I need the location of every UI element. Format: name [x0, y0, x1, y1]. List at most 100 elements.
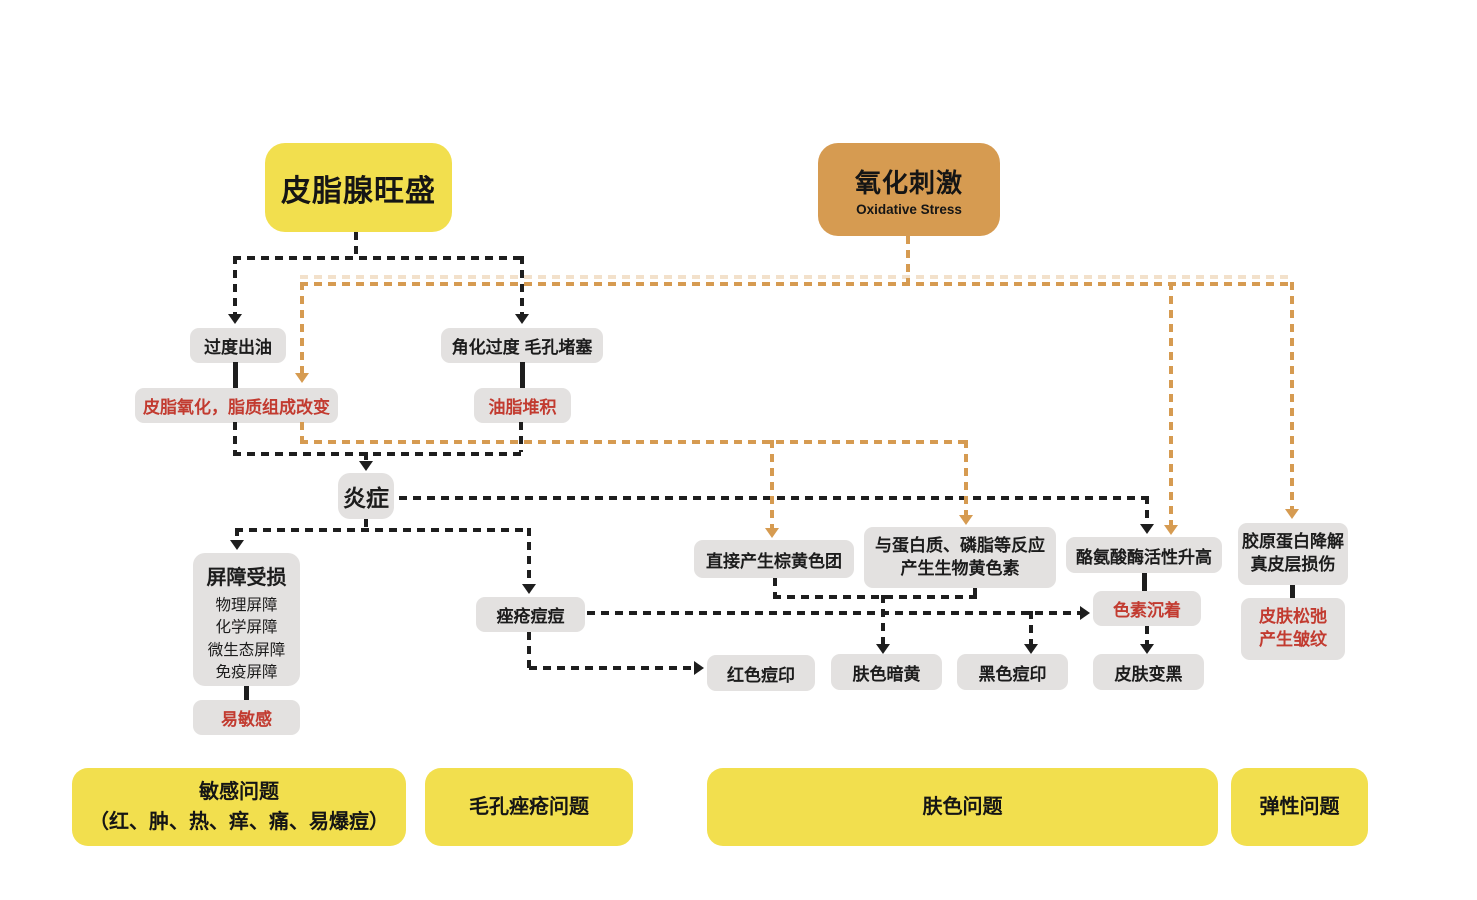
connector-inflammation-to-tyrosinase	[399, 496, 1149, 500]
category-pore-acne-label: 毛孔痤疮问题	[469, 796, 589, 818]
arrow-to-barrier	[230, 540, 244, 550]
connector-to-dark-marks	[1029, 611, 1033, 644]
node-dull-yellow-skin-label: 肤色暗黄	[852, 664, 921, 684]
connector-buildup-down	[519, 422, 523, 452]
arrow-to-collagen	[1285, 509, 1299, 519]
arrow-to-keratinization	[515, 314, 529, 324]
connector-collagen-to-sagging	[1290, 585, 1295, 598]
node-pigmentation: 色素沉着	[1093, 591, 1201, 626]
connector-to-sebum-oxidation	[300, 282, 304, 373]
node-collagen-line2: 真皮层损伤	[1250, 555, 1336, 574]
category-pore-acne-problems: 毛孔痤疮问题	[425, 768, 633, 846]
category-elasticity-label: 弹性问题	[1259, 796, 1340, 818]
arrow-to-darkening	[1140, 644, 1154, 654]
node-acne: 痤疮痘痘	[476, 597, 585, 632]
node-excess-oil-label: 过度出油	[204, 338, 272, 357]
connector-to-barrier	[235, 528, 239, 541]
node-oil-buildup-label: 油脂堆积	[488, 398, 557, 417]
connector-to-dull-skin	[881, 595, 885, 644]
node-pigmentation-label: 色素沉着	[1113, 601, 1181, 620]
connector-tyrosinase-to-pigmentation	[1142, 573, 1147, 591]
node-oxidative-stress: 氧化刺激 Oxidative Stress	[818, 143, 1000, 236]
node-dull-yellow-skin: 肤色暗黄	[831, 654, 942, 690]
connector-oxidative-branch	[300, 282, 1294, 286]
node-skin-darkening-label: 皮肤变黑	[1114, 664, 1183, 684]
barrier-item-immune: 免疫屏障	[215, 663, 278, 681]
category-elasticity-problems: 弹性问题	[1231, 768, 1368, 846]
node-tyrosinase-label: 酪氨酸酶活性升高	[1076, 547, 1212, 567]
node-biopigment: 与蛋白质、磷脂等反应 产生生物黄色素	[864, 527, 1056, 588]
connector-oxidation-down	[233, 422, 237, 452]
category-sensitive-line1: 敏感问题	[199, 781, 279, 803]
node-sebum-oxidation-label: 皮脂氧化，脂质组成改变	[143, 398, 330, 417]
connector-to-darkening	[1145, 626, 1149, 644]
connector-oxidative-to-tyrosinase	[1169, 282, 1173, 525]
node-oxidative-stress-sublabel: Oxidative Stress	[856, 201, 962, 217]
arrow-to-red-marks	[694, 661, 704, 675]
connector-sebum-branch	[233, 256, 524, 260]
arrow-to-excess-oil	[228, 314, 242, 324]
barrier-item-physical: 物理屏障	[215, 596, 278, 614]
node-biopigment-line2: 产生生物黄色素	[900, 558, 1020, 578]
node-sebum-oxidation: 皮脂氧化，脂质组成改变	[135, 388, 338, 423]
node-sebaceous-gland: 皮脂腺旺盛	[265, 143, 452, 232]
connector-oil-to-oxidation	[233, 362, 238, 388]
connector-inflammation-stub	[364, 452, 368, 462]
barrier-item-chemical: 化学屏障	[215, 619, 278, 637]
arrow-to-dark-marks	[1024, 644, 1038, 654]
connector-to-acne	[527, 528, 531, 584]
connector-to-keratinization	[520, 256, 524, 316]
connector-to-red-marks	[529, 666, 694, 670]
arrow-black-to-tyrosinase	[1140, 524, 1154, 534]
node-collagen-line1: 胶原蛋白降解	[1242, 532, 1344, 552]
category-skin-tone-label: 肤色问题	[922, 796, 1003, 818]
connector-sebum-stub	[354, 232, 358, 258]
node-sagging-line2: 产生皱纹	[1259, 630, 1327, 649]
arrow-to-brown-clusters	[765, 528, 779, 538]
node-easily-sensitive-label: 易敏感	[221, 710, 272, 729]
node-oxidative-stress-label: 氧化刺激	[854, 167, 963, 198]
category-sensitive-line2: （红、肿、热、痒、痛、易爆痘）	[89, 811, 389, 833]
node-keratinization: 角化过度 毛孔堵塞	[441, 328, 603, 363]
arrow-to-acne	[522, 584, 536, 594]
node-dark-acne-marks: 黑色痘印	[957, 654, 1068, 690]
node-collagen-degradation: 胶原蛋白降解 真皮层损伤	[1238, 523, 1348, 585]
node-barrier-damage: 屏障受损 物理屏障 化学屏障 微生态屏障 免疫屏障	[193, 553, 300, 686]
barrier-item-microbiome: 微生态屏障	[207, 641, 286, 659]
node-inflammation-label: 炎症	[343, 485, 389, 511]
connector-brown-down	[773, 578, 777, 595]
connector-oxidative-stub	[906, 236, 910, 282]
arrow-to-inflammation	[359, 461, 373, 471]
connector-tyrosinase-drop	[1145, 496, 1149, 524]
connector-biopigment-down	[973, 588, 977, 595]
arrow-to-sebum-oxidation	[295, 373, 309, 383]
node-barrier-damage-title: 屏障受损	[206, 566, 287, 589]
node-red-acne-marks: 红色痘印	[707, 655, 815, 691]
connector-barrier-to-sensitive	[244, 686, 249, 700]
node-acne-label: 痤疮痘痘	[496, 607, 565, 626]
arrow-orange-to-tyrosinase	[1164, 525, 1178, 535]
connector-inflammation-split	[235, 528, 531, 532]
connector-acne-to-pigmentation	[587, 611, 1080, 615]
connector-to-brown-clusters	[770, 440, 774, 528]
node-keratinization-label: 角化过度 毛孔堵塞	[451, 338, 593, 357]
connector-acne-down	[527, 632, 531, 668]
node-dark-acne-marks-label: 黑色痘印	[978, 664, 1047, 684]
node-oil-buildup: 油脂堆积	[474, 388, 571, 423]
node-tyrosinase: 酪氨酸酶活性升高	[1066, 537, 1222, 573]
connector-sebum-oxidation-down	[300, 422, 304, 440]
connector-oxidative-to-collagen	[1290, 282, 1294, 509]
connector-inflammation-down	[364, 519, 368, 528]
connector-join-inflammation	[233, 452, 523, 456]
node-brown-clusters-label: 直接产生棕黄色团	[706, 551, 842, 571]
arrow-to-dull-skin	[876, 644, 890, 654]
category-skin-tone-problems: 肤色问题	[707, 768, 1218, 846]
node-sagging-line1: 皮肤松弛	[1259, 607, 1327, 627]
connector-pigment-join	[773, 595, 977, 599]
node-brown-clusters: 直接产生棕黄色团	[694, 540, 854, 578]
node-red-acne-marks-label: 红色痘印	[727, 665, 795, 685]
connector-oxidation-products	[300, 440, 968, 444]
connector-to-biopigment	[964, 440, 968, 515]
category-sensitive-problems: 敏感问题 （红、肿、热、痒、痛、易爆痘）	[72, 768, 406, 846]
